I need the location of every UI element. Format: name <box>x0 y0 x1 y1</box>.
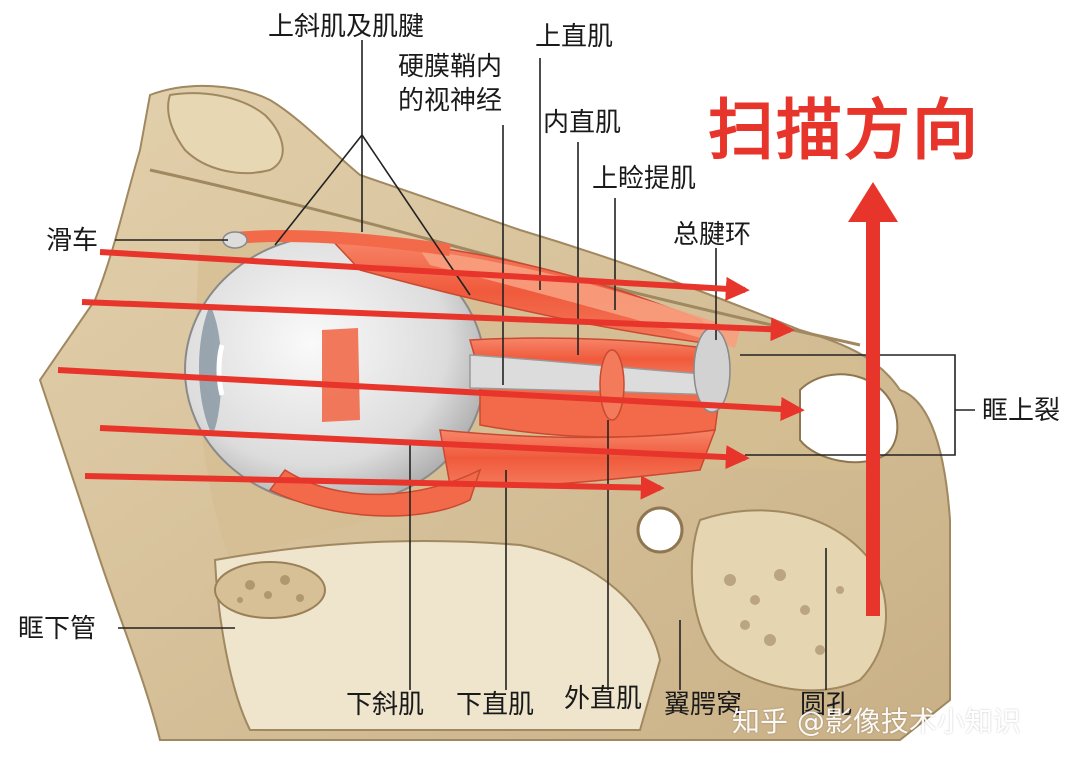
sphenoid-bone <box>690 509 887 692</box>
label-pterygopalatine-fossa: 翼腭窝 <box>664 690 743 720</box>
maxillary-sinus <box>213 539 662 731</box>
infraorbital-canal-bone <box>214 561 326 619</box>
label-superior-oblique: 上斜肌及肌腱 <box>268 12 425 42</box>
muscle-insertion-patch <box>322 328 360 422</box>
label-superior-rectus: 上直肌 <box>535 22 614 52</box>
scan-arrow-1 <box>99 249 750 301</box>
label-superior-orbital-fissure: 眶上裂 <box>982 396 1061 426</box>
label-foramen-rotundum: 圆孔 <box>800 690 853 720</box>
annulus-ring <box>693 327 731 413</box>
cornea <box>198 305 222 435</box>
scan-arrow-4 <box>99 425 750 470</box>
watermark: 知乎 @影像技术小知识 <box>732 705 1021 738</box>
label-lateral-rectus: 外直肌 <box>564 684 643 714</box>
label-optic-nerve-line2: 的视神经 <box>398 86 503 116</box>
foramen-hole <box>636 506 684 554</box>
scan-arrow-3 <box>57 367 805 421</box>
superior-oblique-tendon <box>234 229 451 256</box>
scan-arrow-5 <box>84 473 665 500</box>
scan-direction-arrowhead <box>848 182 898 222</box>
scan-arrows <box>57 249 805 500</box>
label-medial-rectus: 内直肌 <box>543 108 622 138</box>
label-trochlea: 滑车 <box>46 226 99 256</box>
label-inferior-rectus: 下直肌 <box>456 690 535 720</box>
label-annulus: 总腱环 <box>673 220 752 250</box>
scan-direction-shaft <box>866 218 880 616</box>
label-optic-nerve-line1: 硬膜鞘内 <box>398 52 503 82</box>
scan-direction-title: 扫描方向 <box>708 92 980 169</box>
frontal-sinus <box>167 92 284 174</box>
lateral-rectus-cut <box>599 349 625 421</box>
inferior-oblique-muscle <box>268 468 482 517</box>
scan-arrow-2 <box>81 299 795 342</box>
label-levator: 上睑提肌 <box>592 164 697 194</box>
label-inferior-oblique: 下斜肌 <box>346 690 425 720</box>
label-infraorbital-canal: 眶下管 <box>18 614 97 644</box>
